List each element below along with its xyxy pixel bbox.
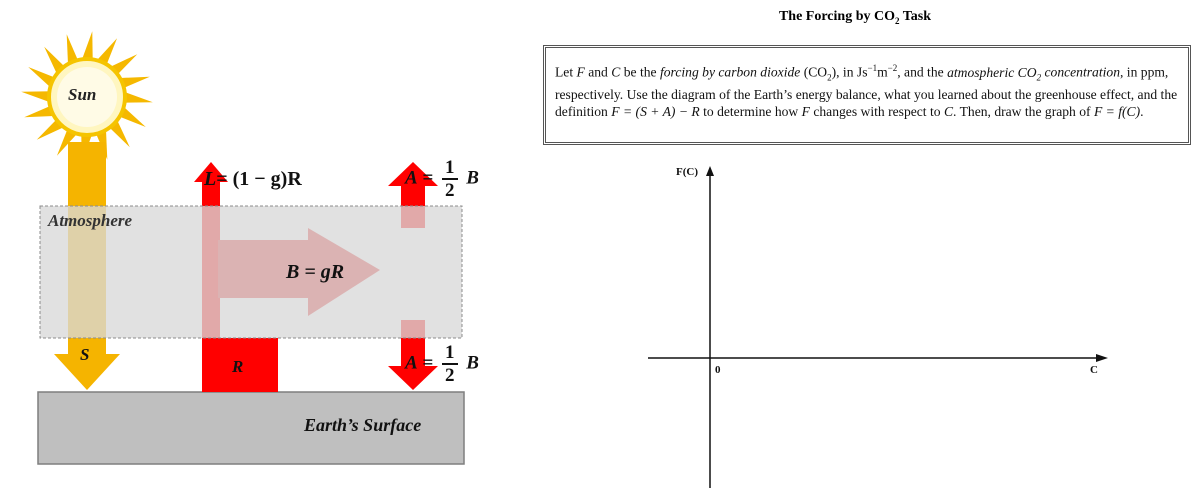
unit-exp-2: −2 xyxy=(887,63,898,73)
sun-ray xyxy=(66,34,79,67)
s-label: S xyxy=(80,345,90,364)
a-bottom-half-fraction: 1 2 xyxy=(442,343,458,385)
sun-ray xyxy=(117,76,150,89)
task-text-7: , and the xyxy=(897,64,948,80)
task-title-post: Task xyxy=(899,9,932,24)
a-bottom-equals: = xyxy=(422,352,434,374)
a-top-equals: = xyxy=(422,167,434,189)
task-text-6: m xyxy=(877,64,888,80)
a-top-b-variable: B xyxy=(466,167,479,189)
l-equation: L= (1 − g)R xyxy=(204,168,302,191)
conc-term: concentration xyxy=(1044,64,1120,80)
x-axis-arrowhead xyxy=(1096,354,1108,362)
forcing-term: forcing by carbon dioxide xyxy=(659,64,801,80)
energy-balance-diagram: Sun Atmosphere Earth’s Surface S R L= (1… xyxy=(0,0,530,488)
y-axis-arrowhead xyxy=(706,166,714,176)
l-equation-rhs: = (1 − g)R xyxy=(216,168,302,190)
task-text-11: . Then, draw the graph of xyxy=(953,104,1094,120)
a-bottom-variable: A xyxy=(405,352,418,374)
a-bottom-half-den: 2 xyxy=(445,365,455,386)
task-title-sub: 2 xyxy=(894,15,900,26)
atm-term: atmospheric CO2 xyxy=(947,64,1042,83)
task-text-4: (CO xyxy=(800,64,828,80)
sun-label: Sun xyxy=(68,85,97,104)
x-axis-label: C xyxy=(1090,364,1098,376)
atmosphere-label: Atmosphere xyxy=(48,211,133,230)
var-c-2: C xyxy=(943,104,954,120)
a-bottom-half-num: 1 xyxy=(442,343,458,365)
empty-graph-axes xyxy=(648,166,1108,488)
r-label: R xyxy=(232,357,244,376)
co2-subscript: 2 xyxy=(827,72,832,83)
sun-ray xyxy=(122,91,153,103)
atm-term-text: atmospheric CO xyxy=(947,64,1037,80)
var-c: C xyxy=(611,64,621,80)
l-variable: L xyxy=(204,168,217,190)
a-top-half-num: 1 xyxy=(442,158,458,180)
sun-ray xyxy=(117,105,146,128)
sun-ray xyxy=(28,66,57,89)
atmosphere-band xyxy=(39,205,463,339)
definition-formula: F = (S + A) − R xyxy=(611,104,700,120)
y-axis-label: F(C) xyxy=(676,166,698,178)
task-description-box: Let F and C be the forcing by carbon dio… xyxy=(543,45,1191,145)
task-text-3: be the xyxy=(620,64,660,80)
atm-term-subscript: 2 xyxy=(1036,72,1042,83)
task-text-9: to determine how xyxy=(699,104,802,120)
var-f: F xyxy=(576,64,585,80)
a-top-variable: A xyxy=(405,167,418,189)
a-bottom-b-variable: B xyxy=(466,352,479,374)
earth-surface xyxy=(37,391,465,465)
task-text-8: , in ppm, respectively. Use the diagram … xyxy=(555,64,1178,120)
sun-ray xyxy=(21,91,52,103)
a-top-half-den: 2 xyxy=(445,180,455,201)
task-text-5: ), in Js xyxy=(831,64,868,80)
task-title: The Forcing by CO2 Task xyxy=(740,9,970,26)
var-f-2: F xyxy=(801,104,810,120)
task-text-10: changes with respect to xyxy=(809,104,944,120)
task-text-2: and xyxy=(584,64,612,80)
earth-surface-label: Earth’s Surface xyxy=(304,415,422,435)
task-title-pre: The Forcing by CO xyxy=(778,9,895,24)
task-text-1: Let xyxy=(555,64,577,80)
origin-label: 0 xyxy=(715,364,721,376)
sun-ray xyxy=(81,31,93,62)
graph-formula: F = f(C) xyxy=(1093,104,1141,120)
unit-exp-1: −1 xyxy=(867,63,878,73)
sun-icon xyxy=(21,31,153,163)
sun-ray xyxy=(56,127,79,156)
task-text-12: . xyxy=(1140,104,1144,120)
sun-ray xyxy=(95,38,118,67)
a-top-half-fraction: 1 2 xyxy=(442,158,458,200)
sun-ray xyxy=(24,105,57,118)
a-top-equation: A = 1 2 B xyxy=(405,158,479,200)
energy-balance-svg xyxy=(21,31,465,465)
a-bottom-equation: A = 1 2 B xyxy=(405,343,479,385)
b-equation: B = gR xyxy=(286,261,345,283)
